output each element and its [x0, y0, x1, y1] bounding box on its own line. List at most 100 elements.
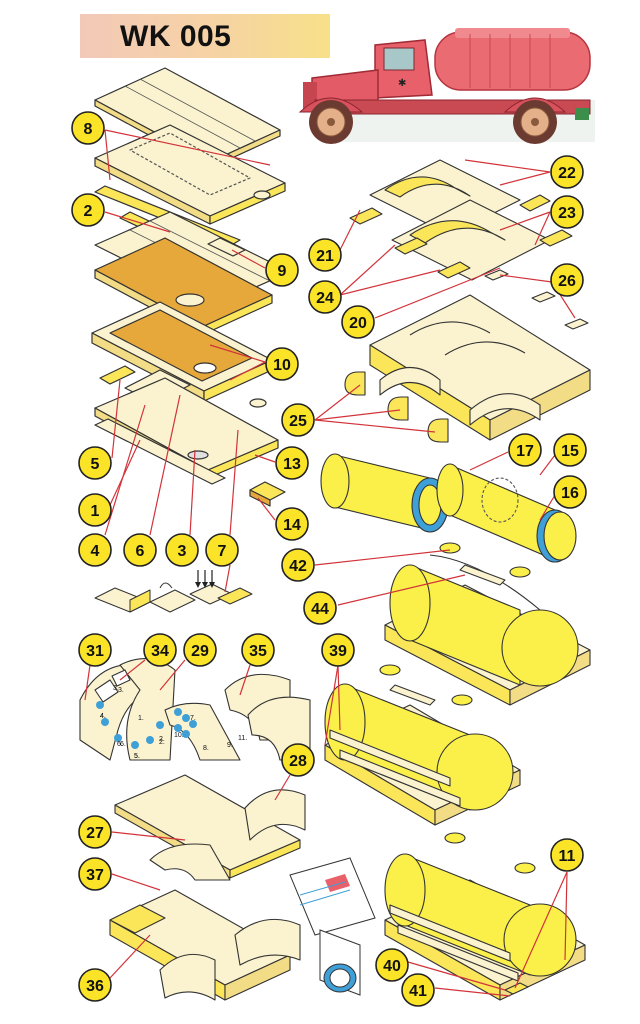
part-badge-44: 44	[303, 591, 337, 625]
instruction-card	[289, 857, 376, 996]
part-badge-5: 5	[78, 446, 112, 480]
tank-assembly-top	[384, 542, 591, 706]
part-number-31: 31	[86, 643, 104, 660]
part-badge-24: 24	[308, 280, 342, 314]
part-number-1: 1	[91, 503, 100, 520]
part-badge-1: 1	[78, 493, 112, 527]
arrow-down-icon	[202, 582, 208, 588]
leader-line-3	[189, 449, 196, 536]
leader-line-23	[499, 211, 551, 231]
leader-line-10	[209, 344, 266, 363]
leader-line-17	[469, 451, 509, 471]
part-number-22: 22	[558, 165, 576, 182]
truck-tank-top	[455, 28, 570, 38]
body-assembly	[109, 774, 306, 1001]
part-badge-25: 25	[281, 403, 315, 437]
part-number-29: 29	[191, 643, 209, 660]
part-badge-9: 9	[265, 253, 299, 287]
part-badge-15: 15	[553, 433, 587, 467]
part-badge-8: 8	[71, 111, 105, 145]
part-number-8: 8	[84, 121, 93, 138]
part-number-20: 20	[349, 315, 367, 332]
part-number-36: 36	[86, 978, 104, 995]
part-badge-14: 14	[275, 507, 309, 541]
step-number: 4.	[100, 713, 106, 720]
leader-line-36	[109, 934, 151, 979]
leader-line-11	[564, 871, 568, 961]
part-number-17: 17	[516, 443, 534, 460]
part-badge-40: 40	[375, 948, 409, 982]
leader-line-9	[231, 249, 266, 269]
leader-line-15	[539, 454, 556, 476]
leader-line-16	[539, 494, 556, 521]
leader-line-1	[109, 439, 141, 506]
leader-line-14	[257, 497, 276, 521]
truck-emblem-icon: ✱	[398, 78, 406, 89]
part-number-16: 16	[561, 485, 579, 502]
part-badge-34: 34	[143, 633, 177, 667]
leader-line-10	[229, 361, 266, 381]
step-number: 5.	[134, 753, 140, 760]
step-number: 5.	[134, 753, 140, 760]
leader-line-25	[314, 419, 436, 433]
part-badge-16: 16	[553, 475, 587, 509]
part-badge-17: 17	[508, 433, 542, 467]
step-number: 4.	[100, 713, 106, 720]
tank-assembly-mid	[324, 664, 521, 826]
part-number-15: 15	[561, 443, 579, 460]
leader-line-28	[274, 774, 291, 801]
tank-cylinders	[320, 453, 577, 563]
part-number-39: 39	[329, 643, 347, 660]
part-number-13: 13	[283, 456, 301, 473]
part-number-26: 26	[558, 273, 576, 290]
step-number: 2.	[159, 736, 165, 743]
step-number: 6.	[120, 741, 126, 748]
part-number-28: 28	[289, 753, 307, 770]
leader-line-37	[111, 873, 161, 891]
leader-line-6	[149, 394, 181, 536]
part-badge-28: 28	[281, 743, 315, 777]
part-badge-27: 27	[78, 815, 112, 849]
rail-1	[94, 418, 226, 485]
leader-line-8	[104, 129, 271, 166]
part-number-35: 35	[249, 643, 267, 660]
part-number-34: 34	[151, 643, 169, 660]
crossbar-5	[99, 365, 136, 385]
part-number-24: 24	[316, 290, 334, 307]
part-badge-23: 23	[550, 195, 584, 229]
part-number-25: 25	[289, 413, 307, 430]
chassis-stack	[91, 67, 291, 507]
part-badge-6: 6	[123, 533, 157, 567]
arrow-down-icon	[195, 582, 201, 588]
leader-line-24	[339, 269, 441, 296]
chassis-ribs	[344, 159, 591, 443]
leader-line-27	[111, 831, 186, 841]
step-number: 1.	[138, 715, 144, 722]
part-number-41: 41	[409, 983, 427, 1000]
part-badge-37: 37	[78, 857, 112, 891]
leader-line-44	[337, 574, 466, 606]
part-number-10: 10	[273, 357, 291, 374]
part-badge-21: 21	[308, 238, 342, 272]
step-number: 11.	[238, 735, 247, 742]
part-badge-11: 11	[550, 838, 584, 872]
part-number-23: 23	[558, 205, 576, 222]
part-number-37: 37	[86, 867, 104, 884]
leader-line-22	[499, 171, 551, 186]
part-badge-35: 35	[241, 633, 275, 667]
part-number-40: 40	[383, 958, 401, 975]
leader-line-29	[159, 659, 186, 691]
truck-window	[383, 47, 415, 71]
truck-rear-light	[575, 108, 589, 120]
arrow-down-icon	[209, 582, 215, 588]
leader-line-21	[339, 209, 361, 251]
step-numbers: 1.2.3.4.5.6.7.8.9.10.11.2.3.4.5.6.	[100, 685, 247, 760]
leader-line-23	[534, 211, 551, 246]
step-number: 7.	[190, 715, 196, 722]
leader-line-41	[434, 987, 511, 997]
leader-line-22	[464, 159, 551, 173]
part-badge-2: 2	[71, 193, 105, 227]
step-number: 2.	[159, 739, 165, 746]
part-number-9: 9	[278, 263, 287, 280]
